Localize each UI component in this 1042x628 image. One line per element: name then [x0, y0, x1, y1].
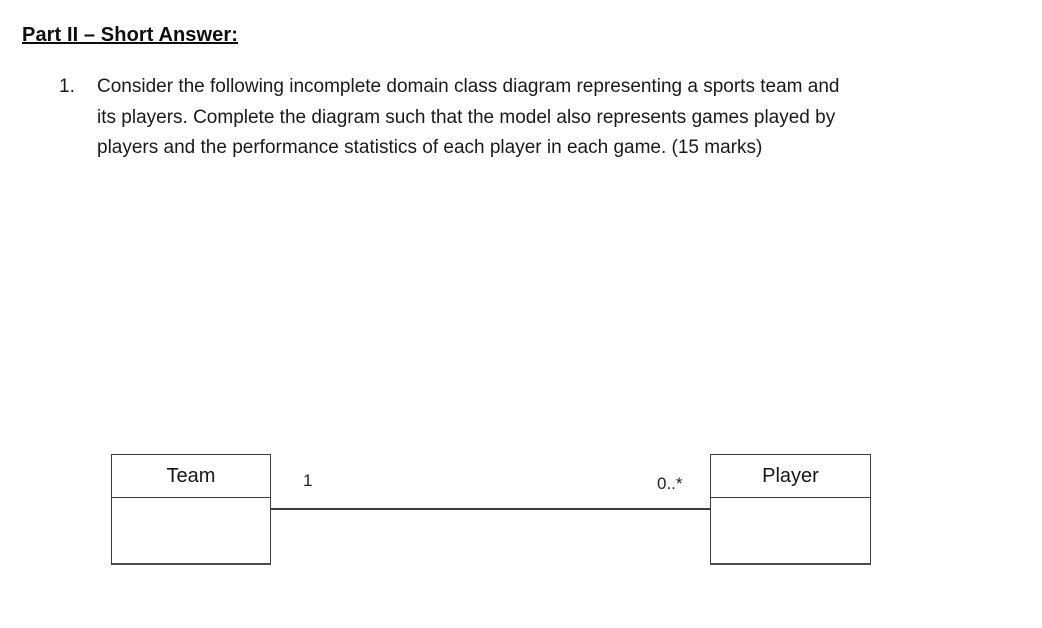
- question-item: 1. Consider the following incomplete dom…: [59, 72, 839, 164]
- multiplicity-player-end: 0..*: [657, 474, 683, 493]
- uml-class-name: Player: [711, 455, 870, 498]
- uml-class-attributes-compartment: [112, 498, 270, 562]
- uml-class-name: Team: [112, 455, 270, 498]
- section-heading: Part II – Short Answer:: [22, 24, 239, 46]
- association-line: [271, 508, 710, 510]
- question-text-line: Consider the following incomplete domain…: [97, 76, 840, 97]
- question-text-line: its players. Complete the diagram such t…: [97, 106, 836, 128]
- multiplicity-team-end: 1: [303, 471, 313, 490]
- question-text: Consider the following incomplete domain…: [97, 72, 839, 164]
- question-number: 1.: [59, 76, 75, 97]
- uml-class-team: Team: [111, 454, 271, 565]
- uml-class-player: Player: [710, 454, 871, 565]
- uml-class-attributes-compartment: [711, 498, 870, 562]
- question-text-line: players and the performance statistics o…: [97, 137, 763, 158]
